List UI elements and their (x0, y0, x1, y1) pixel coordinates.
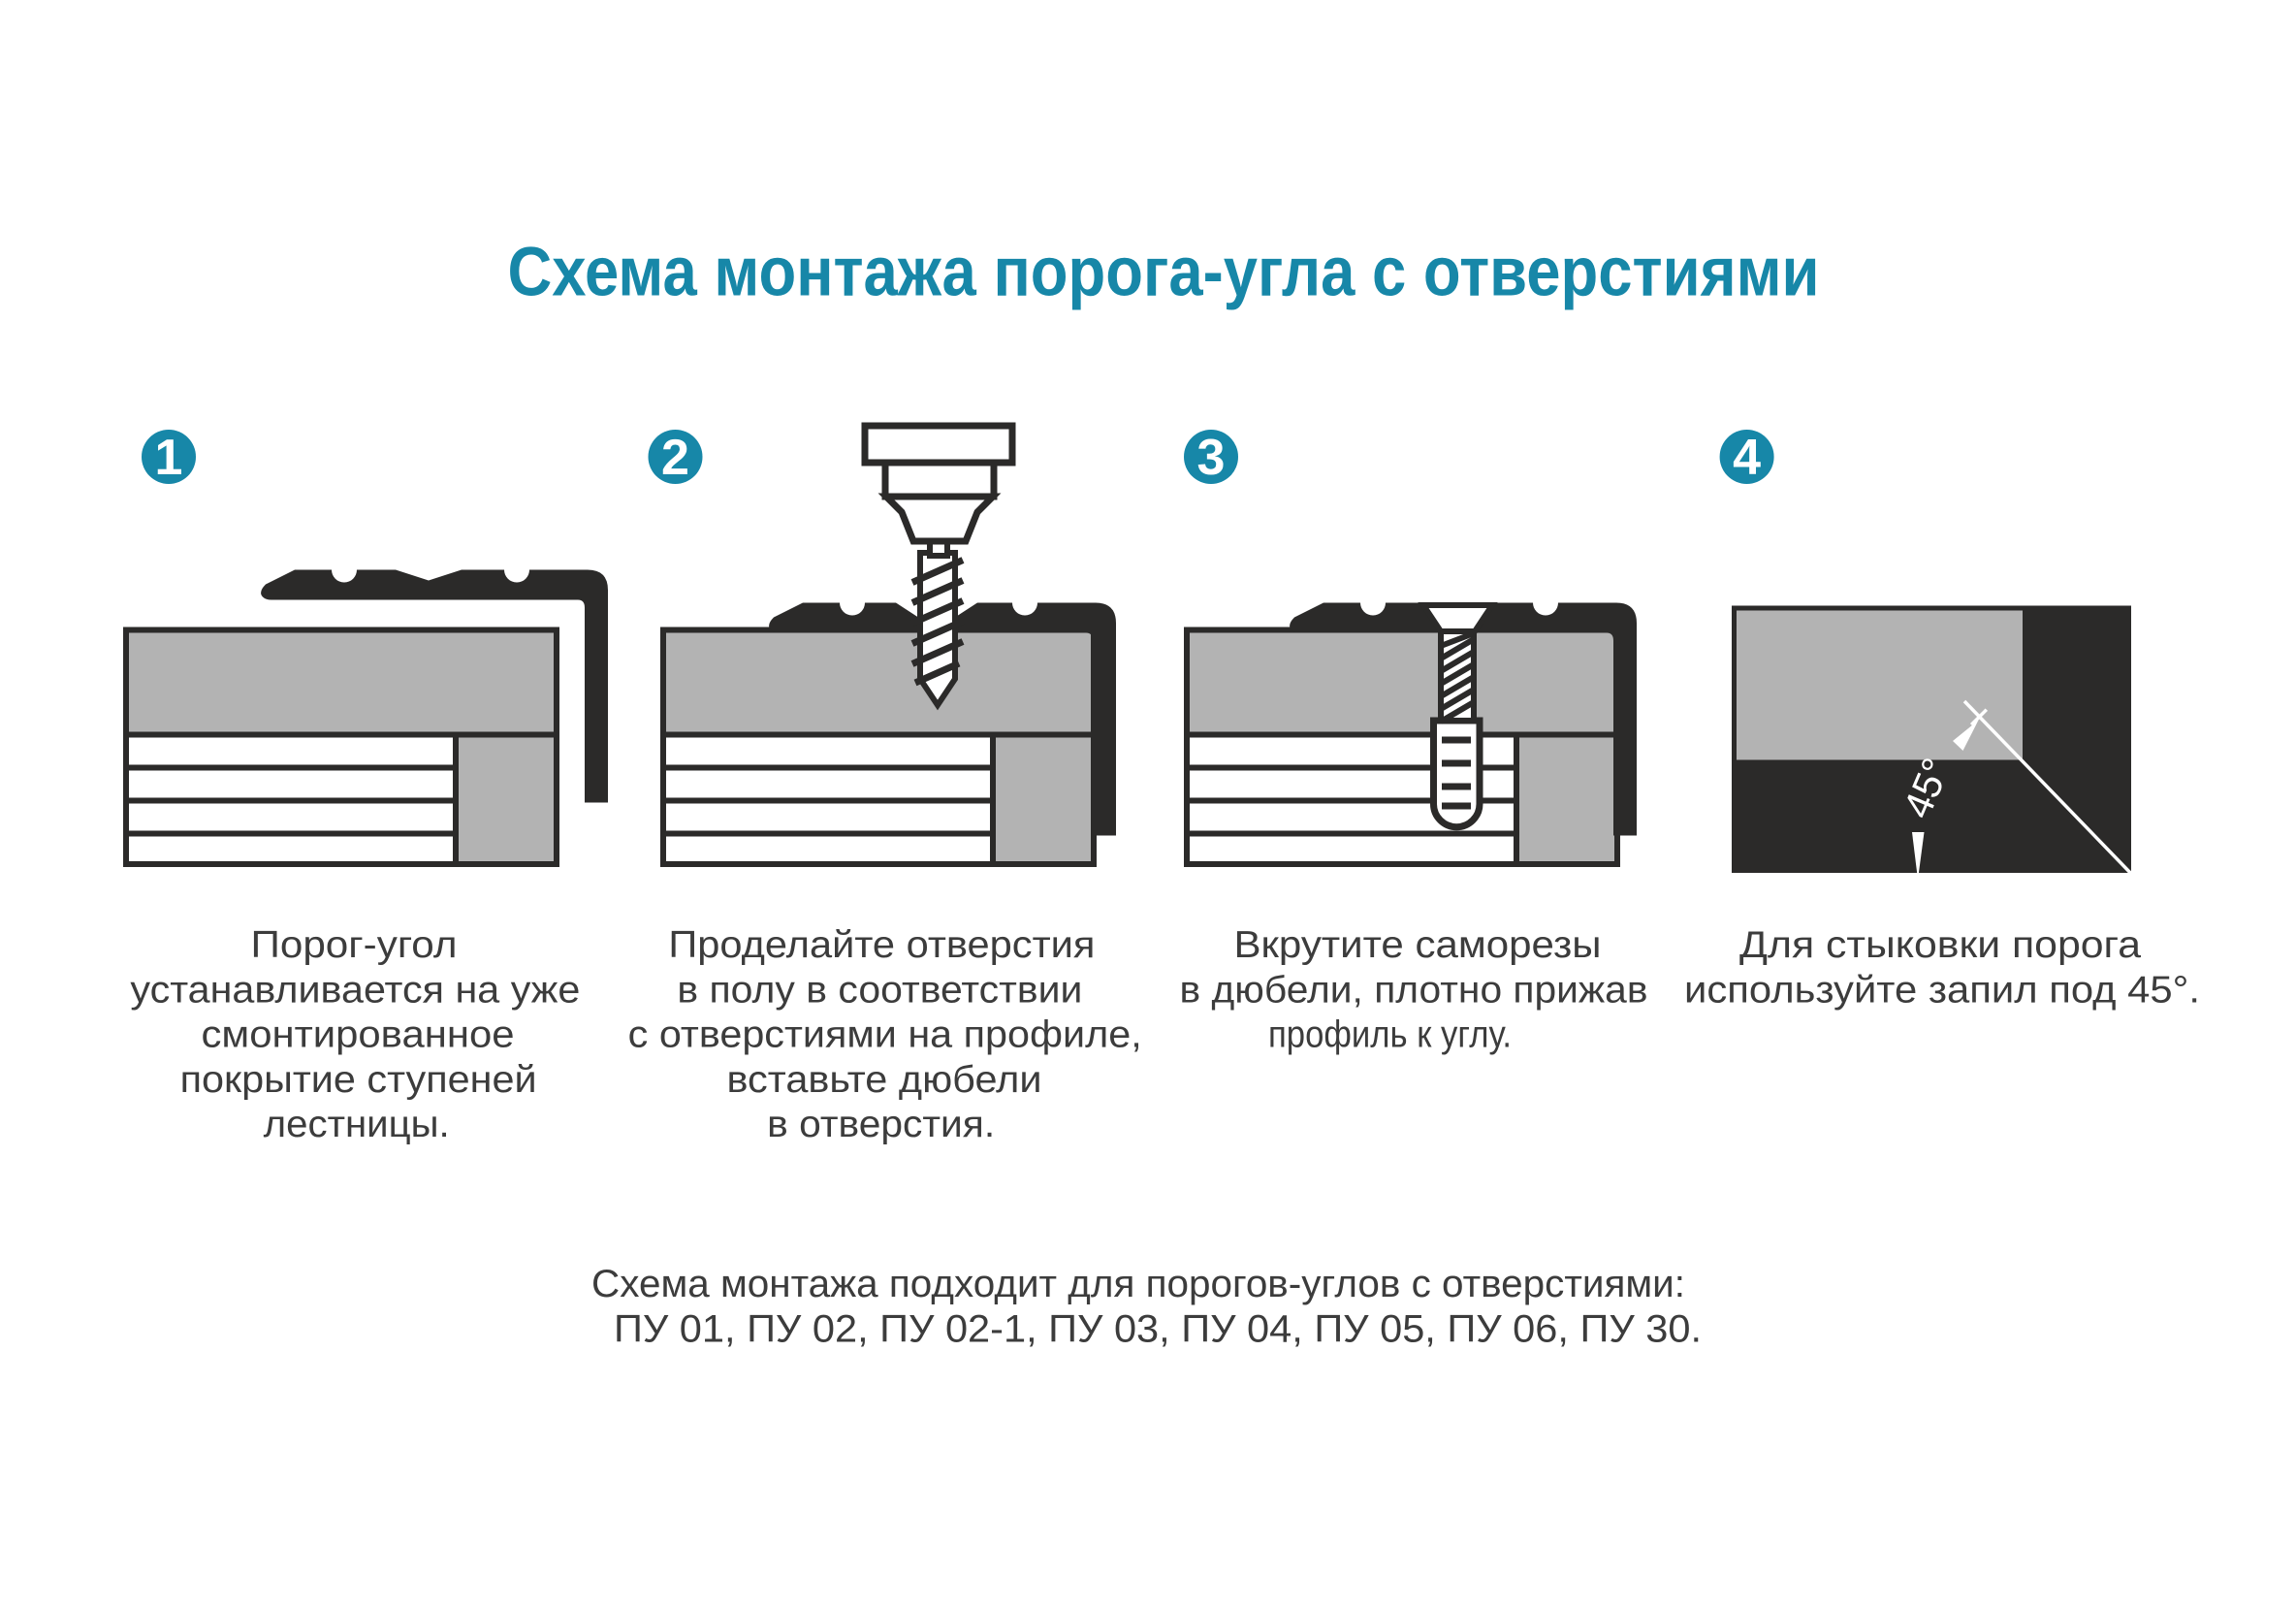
svg-text:4: 4 (1733, 430, 1761, 486)
svg-text:используйте запил под 45°.: используйте запил под 45°. (1684, 969, 2200, 1011)
svg-text:Порог-угол: Порог-угол (251, 924, 458, 966)
svg-text:вставьте дюбели: вставьте дюбели (727, 1059, 1042, 1101)
svg-text:1: 1 (155, 430, 183, 486)
svg-text:Для стыковки порога: Для стыковки порога (1739, 924, 2141, 966)
svg-text:в отверстия.: в отверстия. (767, 1104, 995, 1145)
svg-text:Проделайте отверстия: Проделайте отверстия (668, 924, 1095, 966)
svg-text:с отверстиями на профиле,: с отверстиями на профиле, (628, 1014, 1142, 1056)
svg-text:смонтированное: смонтированное (202, 1014, 515, 1056)
svg-text:Вкрутите саморезы: Вкрутите саморезы (1234, 924, 1602, 966)
svg-text:Схема монтажа порога-угла с от: Схема монтажа порога-угла с отверстиями (508, 235, 1820, 311)
svg-text:лестницы.: лестницы. (264, 1104, 450, 1145)
svg-text:профиль к углу.: профиль к углу. (1268, 1014, 1512, 1056)
svg-text:покрытие ступеней: покрытие ступеней (180, 1059, 537, 1101)
svg-text:в полу в соответствии: в полу в соответствии (677, 969, 1082, 1011)
svg-text:3: 3 (1197, 430, 1226, 486)
svg-text:ПУ 01, ПУ 02, ПУ 02-1, ПУ 03,: ПУ 01, ПУ 02, ПУ 02-1, ПУ 03, ПУ 04, ПУ … (614, 1308, 1702, 1351)
svg-text:в дюбели, плотно прижав: в дюбели, плотно прижав (1180, 969, 1648, 1011)
svg-text:устанавливается на уже: устанавливается на уже (130, 969, 580, 1011)
svg-text:Схема монтажа подходит для пор: Схема монтажа подходит для порогов-углов… (591, 1263, 1685, 1305)
svg-text:2: 2 (661, 430, 689, 486)
